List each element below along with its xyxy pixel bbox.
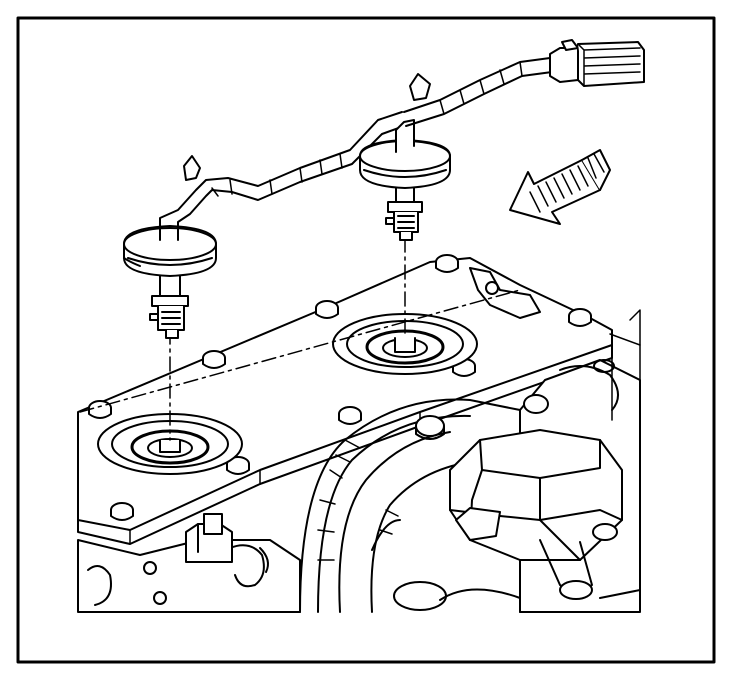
bolt (226, 456, 250, 475)
sensor-pigtail-right (395, 119, 415, 153)
throttle-tab (455, 507, 501, 541)
direction-arrow (509, 149, 611, 225)
engine-block (77, 309, 641, 613)
bracket-hole (485, 281, 499, 295)
knock-sensor-right (359, 119, 451, 189)
sensor-port-right (332, 313, 478, 375)
harness-clip-right (409, 73, 431, 101)
bolt (202, 350, 226, 369)
sensor-pigtail-left (159, 111, 403, 241)
bolt (315, 300, 339, 319)
cover-bracket (469, 267, 541, 319)
harness-clip-left (183, 155, 201, 181)
harness-connector (549, 39, 645, 87)
bolt (435, 254, 459, 273)
intake-tube-inner (338, 431, 451, 613)
outer-border (16, 16, 716, 664)
bolt (110, 502, 134, 521)
bolt (568, 308, 592, 327)
block-casting-left (77, 539, 301, 613)
valley-cover-bolts (88, 254, 592, 521)
bolt (338, 406, 362, 425)
cover-centerline (79, 289, 521, 413)
wiring-harness (183, 57, 553, 197)
knock-sensor-left (123, 111, 405, 277)
throttle-body (449, 429, 623, 561)
guide-lines (79, 237, 521, 441)
sensor-connector-left (149, 275, 189, 339)
sensor-connector-right (385, 187, 423, 241)
